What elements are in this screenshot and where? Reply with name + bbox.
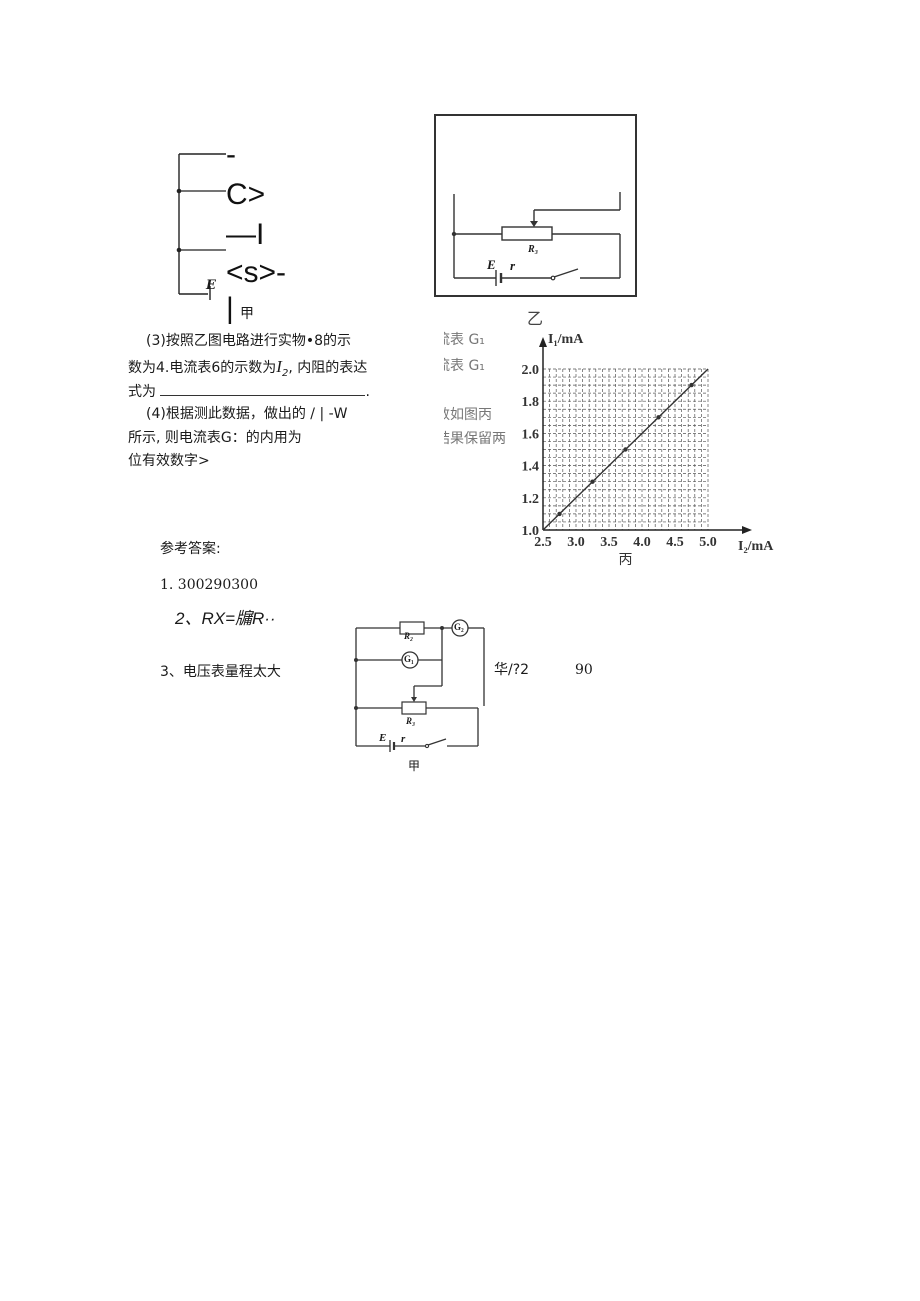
q3-line-3-end: . [365,384,370,400]
jia-E-label: E [206,278,216,293]
y-axis-arrow [539,337,547,347]
overflow-line-2: 流表 G₁ [436,358,485,374]
x-axis-arrow [742,526,752,534]
jia-fragment-wires [176,153,226,300]
chart-bing: 2.5 3.0 3.5 4.0 4.5 5.0 1.0 1.2 1.4 1.6 1.8 2.0 I₁/m… [522,332,775,568]
answers-heading: 参考答案: [160,541,221,557]
jia-glyph-1: - [226,138,236,171]
answer-E-label: E [379,732,387,744]
answer-blank [160,383,366,396]
answer-2: 2、RX=牖R·· [175,609,276,628]
answer-3-extra-2: 90 [575,662,593,678]
jia-caption: 甲 [240,306,254,322]
y-tick-label: 1.0 [522,524,540,539]
q4-line-1: (4)根据测此数据，做出的 / | -W [146,406,348,422]
answer-G2-label: G₂ [454,622,464,632]
answer-r-label: r [401,733,406,745]
answer-1: 1. 300290300 [160,577,258,593]
yi-R3-label: R₃ [528,244,539,255]
x-tick-label: 5.0 [699,535,717,550]
yi-caption: 乙 [527,309,544,328]
answer-G1-label: G₁ [404,654,414,664]
x-tick-label: 4.5 [666,535,684,550]
q3-var-sub: 2 [281,367,289,379]
q3-var-I: I [276,357,282,376]
x-tick-label: 3.5 [600,535,618,550]
jia-glyph-2: C> [226,178,266,211]
x-axis-label: I₂/mA [738,539,774,554]
answer-R2-label: R₂ [404,631,414,641]
q3-line-3: 式为 . [128,383,370,399]
y-tick-label: 1.4 [522,460,540,475]
jia-glyph-4: <s>- [226,256,287,289]
overflow-line-1: 流表 G₁ [436,332,485,348]
answer-3: 3、电压表量程太大 [160,664,281,680]
q3-line-2: 数为4.电流表6的示数为I2, 内阻的表达 [128,358,367,379]
answer-3-extra-1: 华/?2 [494,662,530,678]
x-tick-label: 4.0 [633,535,651,550]
q3-line-3-text: 式为 [128,384,156,400]
y-tick-label: 2.0 [522,363,540,378]
y-tick-label: 1.8 [522,395,540,410]
answer-caption: 甲 [408,759,421,773]
data-point [557,511,562,517]
overflow-line-3: 数如图丙 [436,407,492,423]
q4-line-3: 位有效数字> [128,453,210,469]
data-point [656,415,661,420]
y-axis-label: I₁/mA [548,332,584,347]
data-point [590,479,595,484]
yi-r-label: r [510,258,516,273]
data-point [623,447,628,452]
y-tick-label: 1.6 [522,427,540,442]
x-tick-label: 3.0 [567,535,585,550]
yi-circuit-box [434,114,637,297]
q3-line-2-tail: , 内阻的表达 [288,360,368,376]
chart-caption: 丙 [619,553,633,568]
yi-E-label: E [487,257,496,272]
jia-glyph-5: | [226,292,234,325]
q4-line-2: 所示, 则电流表G：的内用为 [128,430,302,446]
answer-R3-label: R₃ [406,716,416,726]
overflow-line-4: 结果保留两 [436,431,506,447]
answer-circuit [354,619,485,752]
y-tick-label: 1.2 [522,492,540,507]
data-point [689,382,694,388]
q3-line-1: (3)按照乙图电路进行实物•8的示 [146,333,351,349]
x-tick-label: 2.5 [534,535,552,550]
q3-line-2-text: 数为4.电流表6的示数为 [128,360,277,376]
overflow-mask [436,330,444,455]
jia-glyph-3: —I [226,218,265,251]
